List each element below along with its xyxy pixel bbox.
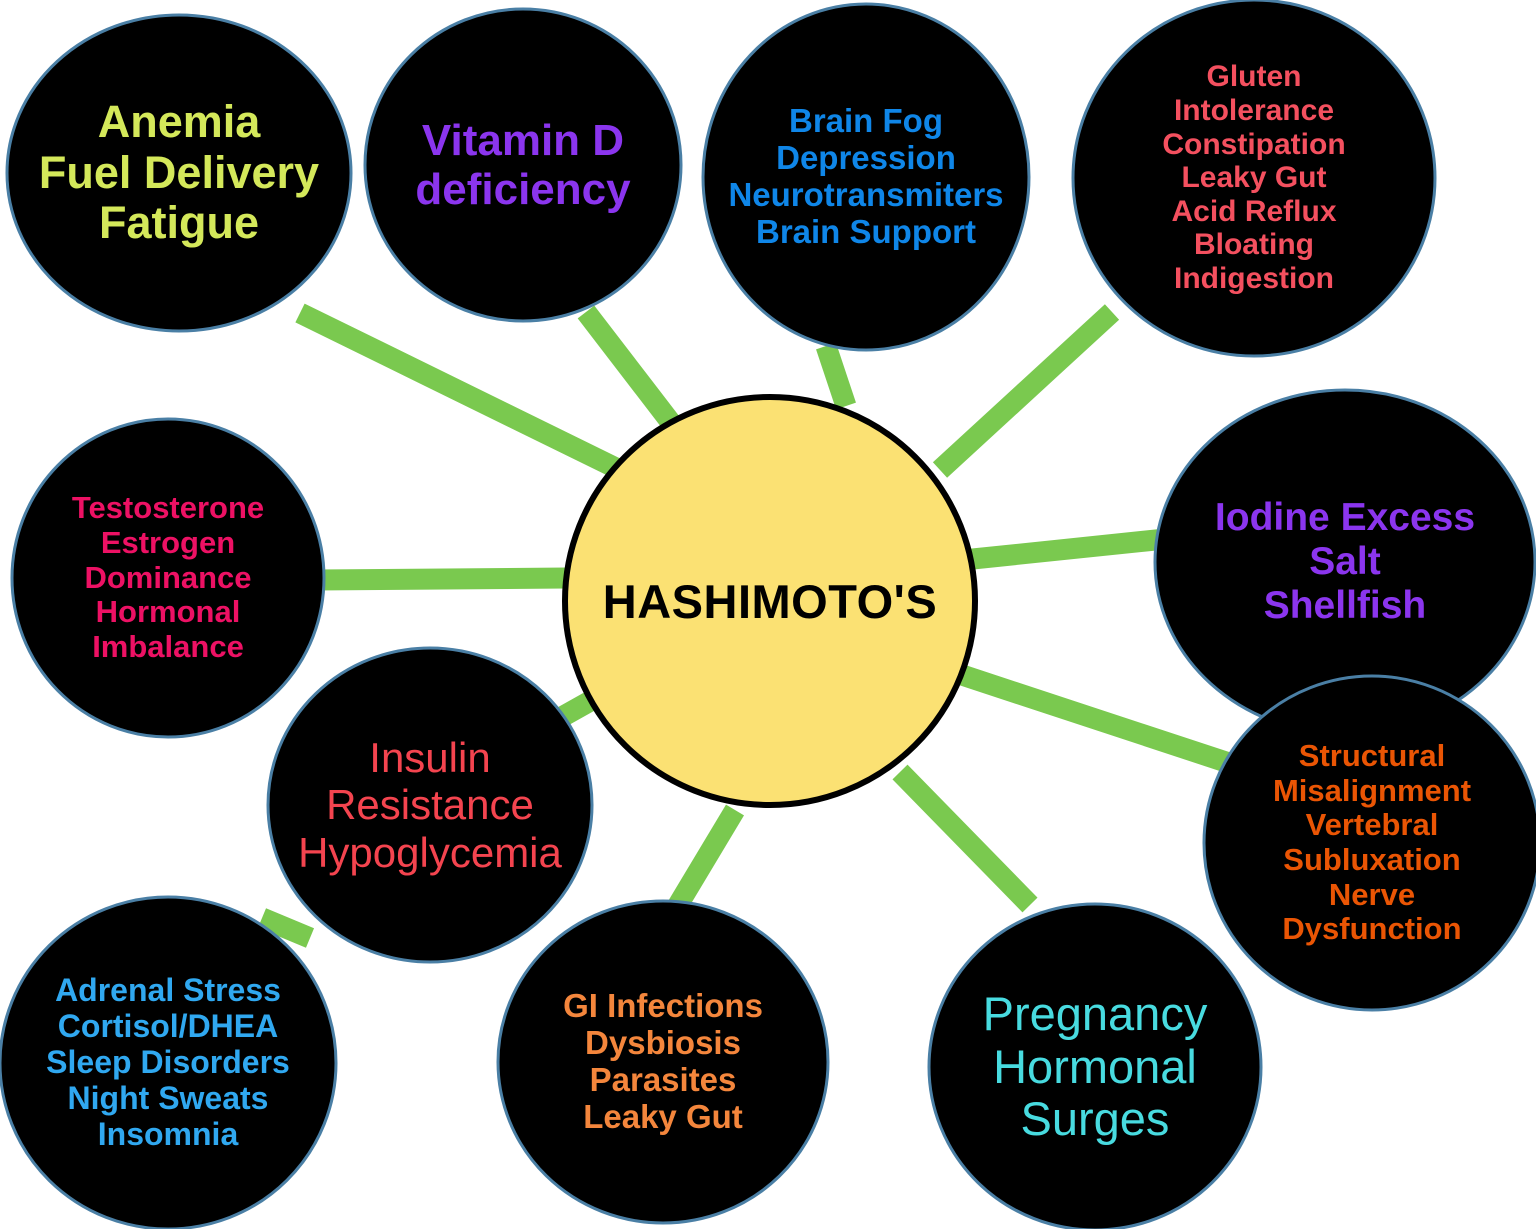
center-node-hashimotos[interactable] bbox=[562, 394, 978, 808]
center-node-label: HASHIMOTO'S bbox=[602, 574, 938, 628]
connector-line-iodine bbox=[961, 527, 1177, 571]
connector-line-brain bbox=[816, 342, 856, 410]
connectors-group bbox=[257, 303, 1239, 948]
connector-line-anemia bbox=[295, 303, 625, 480]
hormones-node[interactable] bbox=[10, 417, 326, 739]
structural-node[interactable] bbox=[1202, 674, 1536, 1012]
insulin-node[interactable] bbox=[266, 646, 594, 964]
adrenal-node[interactable] bbox=[0, 895, 338, 1229]
anemia-node[interactable] bbox=[5, 13, 353, 333]
gi-infections-node[interactable] bbox=[496, 899, 830, 1225]
connector-line-hormones bbox=[315, 567, 568, 591]
vitamin-d-node[interactable] bbox=[363, 7, 683, 323]
brain-node[interactable] bbox=[701, 2, 1031, 352]
gluten-node[interactable] bbox=[1071, 0, 1437, 358]
connector-line-gi bbox=[668, 804, 745, 911]
connector-line-vitamin-d bbox=[577, 305, 681, 431]
center-node-group[interactable] bbox=[562, 394, 978, 808]
connector-line-pregnancy bbox=[892, 764, 1038, 913]
connector-line-adrenal bbox=[257, 908, 315, 948]
connector-line-structural bbox=[958, 665, 1239, 775]
pregnancy-node[interactable] bbox=[927, 902, 1263, 1229]
connector-line-gluten bbox=[932, 304, 1120, 478]
